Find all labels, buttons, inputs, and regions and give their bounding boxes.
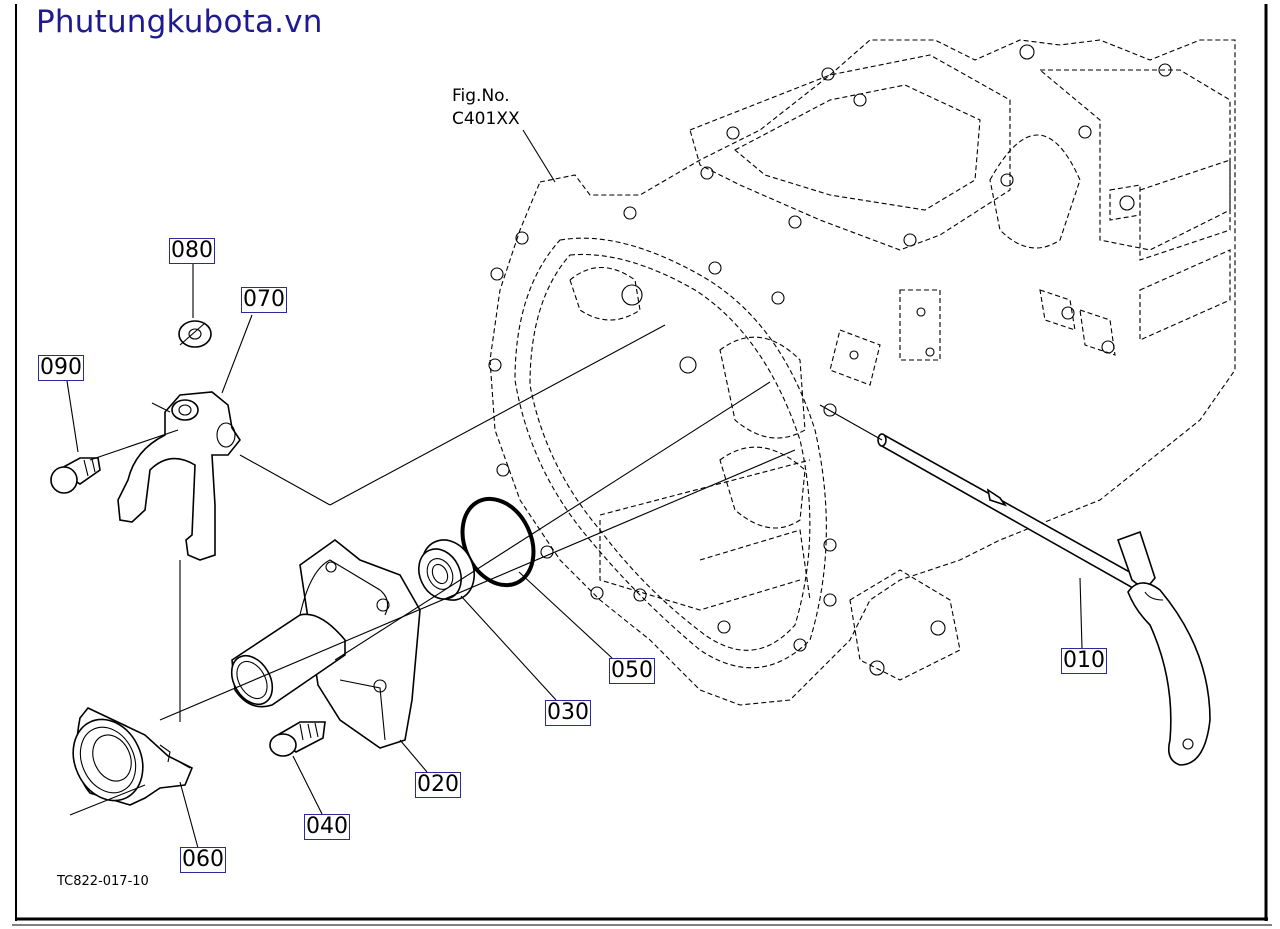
callout-040[interactable]: 040 <box>304 814 350 840</box>
site-watermark: Phutungkubota.vn <box>36 4 323 40</box>
shift-fork-070 <box>117 391 241 561</box>
release-bearing-060 <box>72 707 194 806</box>
figure-number: C401XX <box>452 109 520 129</box>
callout-070[interactable]: 070 <box>241 287 287 313</box>
shift-shaft-010 <box>877 433 1211 766</box>
bolt-040 <box>269 721 326 757</box>
callout-060[interactable]: 060 <box>180 847 226 873</box>
bearing-030 <box>418 539 475 601</box>
bearing-holder-020 <box>230 538 421 749</box>
callout-030[interactable]: 030 <box>545 700 591 726</box>
callout-010[interactable]: 010 <box>1061 648 1107 674</box>
callout-020[interactable]: 020 <box>415 772 461 798</box>
callout-050[interactable]: 050 <box>609 658 655 684</box>
drawing-code: TC822-017-10 <box>57 874 149 889</box>
callout-080[interactable]: 080 <box>169 238 215 264</box>
transmission-case <box>488 39 1236 706</box>
washer-080 <box>178 320 212 348</box>
callout-090[interactable]: 090 <box>38 355 84 381</box>
bolt-090 <box>50 457 101 494</box>
figure-label: Fig.No. <box>452 86 510 106</box>
drawing-border <box>12 4 1272 926</box>
leader-lines <box>66 129 1083 849</box>
